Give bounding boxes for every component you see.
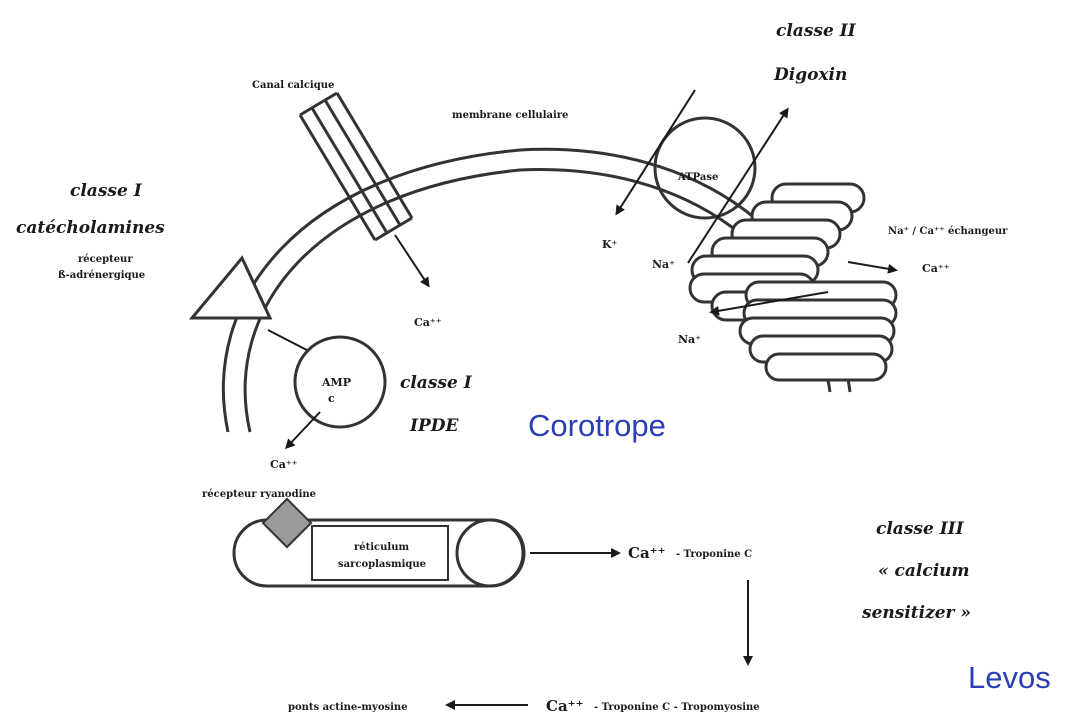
class-ii-title: classe II: [776, 21, 857, 41]
na-ion-bottom-label: Na⁺: [678, 333, 701, 346]
levos-label: Levos: [968, 660, 1051, 696]
class-i-ipde-title: classe I: [400, 373, 473, 393]
digoxin-label: Digoxin: [773, 65, 847, 85]
ipde-label: IPDE: [409, 416, 459, 436]
cell-membrane-label: membrane cellulaire: [452, 110, 568, 121]
calcium-channel-label: Canal calcique: [252, 80, 334, 91]
troponin-complex-label: - Troponine C - Tropomyosine: [594, 702, 760, 713]
k-ion-arrow: [617, 90, 695, 213]
sarcoplasmic-label-2: sarcoplasmique: [338, 559, 426, 570]
sarcoplasmic-label-1: réticulum: [354, 542, 409, 553]
catecholamines-label: catécholamines: [16, 218, 165, 238]
amp-sub-label: c: [328, 392, 335, 405]
na-ion-top-label: Na⁺: [652, 258, 675, 271]
calcium-channel-arrow: [395, 235, 428, 285]
class-i-title: classe I: [70, 181, 143, 201]
ryanodine-label: récepteur ryanodine: [202, 489, 316, 500]
amp-label: AMP: [321, 376, 351, 389]
calcium-sensitizer-label-2: sensitizer »: [861, 603, 971, 623]
ca-ion-channel-label: Ca⁺⁺: [414, 316, 442, 329]
ca-ion-right-label: Ca⁺⁺: [922, 262, 950, 275]
bridges-label: ponts actine-myosine: [288, 702, 408, 713]
atpase-label: ATPase: [677, 172, 718, 183]
beta-receptor-label-1: récepteur: [78, 254, 133, 265]
ca-troponin-label: Ca⁺⁺: [628, 544, 666, 562]
calcium-sensitizer-label-1: « calcium: [878, 561, 970, 581]
class-iii-title: classe III: [876, 519, 965, 539]
k-ion-label: K⁺: [602, 238, 618, 251]
sarcoplasmic-inner-box: [312, 526, 448, 580]
ca-ion-left-label: Ca⁺⁺: [270, 458, 298, 471]
atpase-circle: [655, 118, 755, 218]
ca-bottom-label: Ca⁺⁺: [546, 697, 584, 715]
exchanger-ca-arrow: [848, 262, 895, 270]
beta-receptor-label-2: ß-adrénergique: [58, 270, 145, 281]
troponin-c-label: - Troponine C: [676, 549, 752, 560]
beta-receptor-triangle: [192, 258, 270, 318]
corotrope-label: Corotrope: [528, 408, 666, 444]
amp-to-ca-arrow: [287, 412, 320, 447]
exchanger-label: Na⁺ / Ca⁺⁺ échangeur: [888, 226, 1008, 237]
sarcoplasmic-end-circle: [457, 520, 523, 586]
